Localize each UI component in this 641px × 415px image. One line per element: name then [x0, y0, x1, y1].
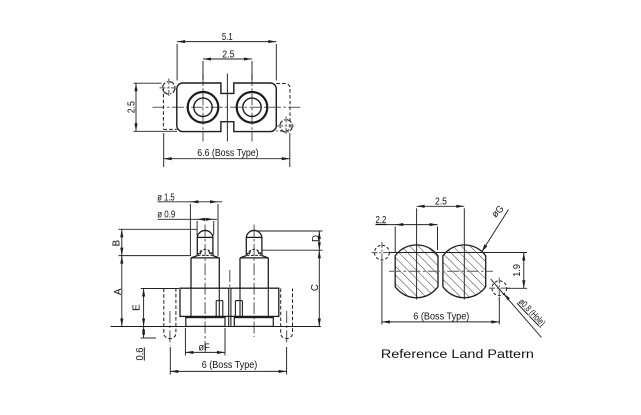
svg-text:0.6: 0.6 [135, 347, 146, 360]
svg-text:A: A [113, 288, 124, 295]
svg-text:6 (Boss Type): 6 (Boss Type) [202, 360, 258, 371]
svg-text:B: B [111, 240, 122, 246]
svg-text:D: D [311, 235, 322, 242]
svg-text:øG: øG [490, 204, 507, 221]
svg-text:5.1: 5.1 [222, 32, 233, 43]
svg-text:ø 1.5: ø 1.5 [157, 193, 174, 204]
svg-text:C: C [310, 284, 321, 291]
svg-text:øF: øF [199, 342, 210, 353]
svg-text:6 (Boss Type): 6 (Boss Type) [413, 311, 469, 322]
svg-text:1.9: 1.9 [512, 264, 523, 277]
svg-text:E: E [132, 304, 143, 311]
svg-text:ø0.8 (Hole): ø0.8 (Hole) [516, 297, 548, 329]
svg-text:6.6 (Boss Type): 6.6 (Boss Type) [197, 148, 258, 159]
svg-text:2.5: 2.5 [127, 101, 138, 113]
svg-text:ø 0.9: ø 0.9 [157, 210, 175, 221]
svg-text:2.5: 2.5 [435, 197, 447, 208]
svg-text:Reference Land Pattern: Reference Land Pattern [381, 347, 534, 361]
svg-text:2.5: 2.5 [222, 49, 234, 60]
svg-text:2.2: 2.2 [376, 215, 387, 226]
